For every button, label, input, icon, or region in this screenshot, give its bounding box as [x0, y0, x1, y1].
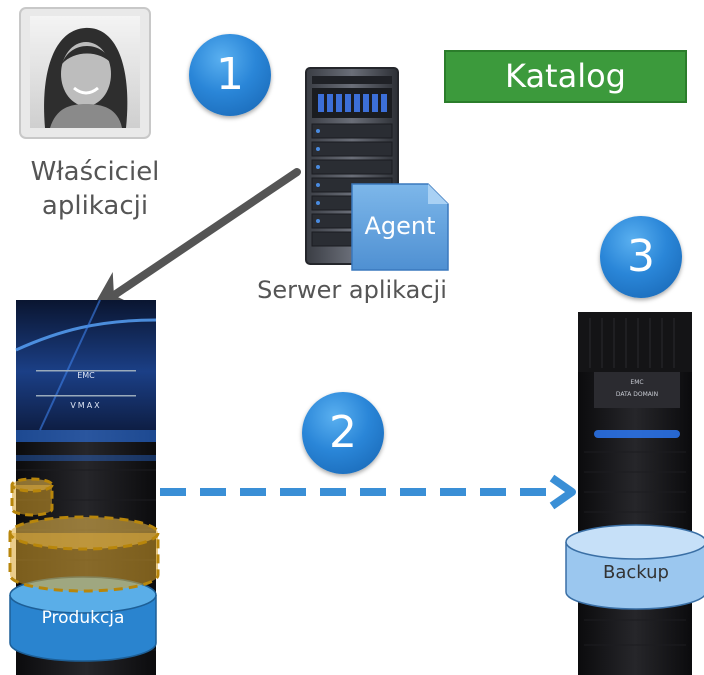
step-2-badge: 2 — [302, 392, 384, 474]
server-label: Serwer aplikacji — [257, 276, 447, 304]
step-1-badge: 1 — [189, 34, 271, 116]
replication-arrow — [160, 474, 576, 510]
svg-text:DATA DOMAIN: DATA DOMAIN — [616, 391, 658, 398]
owner-label-line1: Właściciel — [30, 157, 160, 187]
catalog-box: Katalog — [444, 50, 687, 103]
snapshot-small-icon — [10, 477, 54, 517]
owner-avatar — [19, 7, 151, 139]
owner-label-line2: aplikacji — [41, 191, 149, 221]
application-server-icon — [305, 67, 399, 265]
snapshot-large-icon — [8, 515, 160, 593]
backup-storage-rack-icon: EMC DATA DOMAIN — [578, 312, 692, 675]
svg-text:EMC: EMC — [77, 371, 95, 380]
agent-document-icon — [351, 183, 449, 271]
svg-text:VMAX: VMAX — [70, 401, 101, 410]
owner-label: Właściciel aplikacji — [0, 155, 190, 223]
production-label: Produkcja — [41, 608, 125, 628]
svg-text:EMC: EMC — [630, 379, 643, 386]
backup-disk-icon — [565, 524, 704, 610]
request-arrow — [90, 168, 301, 311]
backup-label: Backup — [603, 562, 669, 583]
agent-label: Agent — [364, 212, 436, 240]
step-3-badge: 3 — [600, 216, 682, 298]
